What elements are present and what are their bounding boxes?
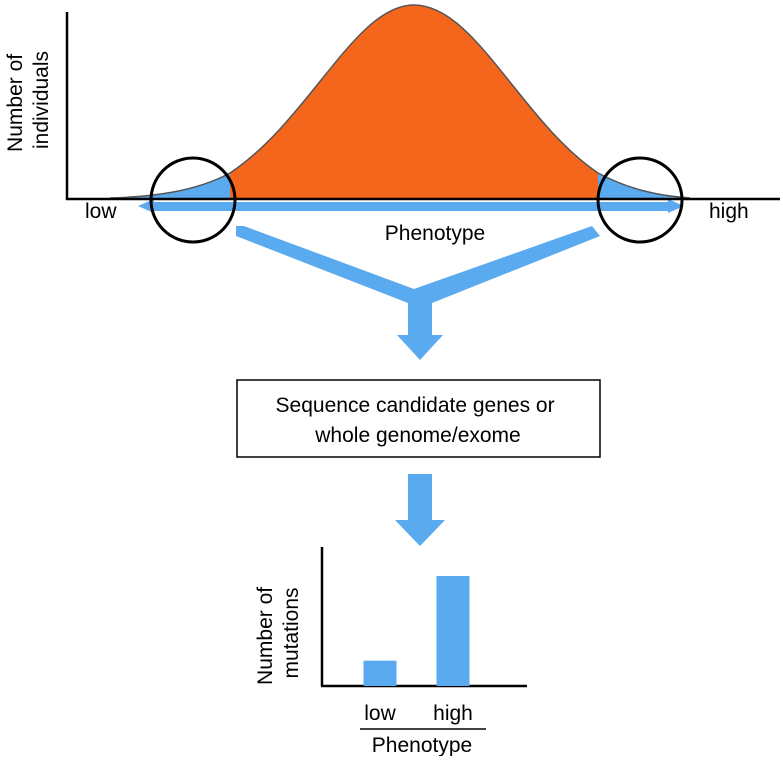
population-distribution: Number of individuals low high Phenotype <box>4 4 780 245</box>
sequencing-box: Sequence candidate genes or whole genome… <box>236 379 601 458</box>
sequencing-box-border <box>236 379 601 458</box>
bar-high <box>436 576 470 686</box>
sequencing-text: Sequence candidate genes or whole genome… <box>276 394 561 447</box>
tick-label-high: high <box>433 702 473 725</box>
down-arrow <box>395 474 445 546</box>
low-label: low <box>85 200 117 223</box>
high-label: high <box>709 200 749 223</box>
bar-low <box>363 660 397 686</box>
distribution-right-tail <box>598 173 690 198</box>
chart-y-axis-label: Number of mutations <box>254 581 303 685</box>
distribution-central-area <box>230 5 598 198</box>
distribution-curve <box>109 4 691 199</box>
merge-arrow <box>236 226 600 360</box>
phenotype-arrow-shaft <box>150 202 672 211</box>
phenotype-range-arrow <box>138 199 684 213</box>
low-tail-circle <box>149 156 237 244</box>
x-axis-label: Phenotype <box>385 222 485 245</box>
phenotype-arrow-right-head <box>668 199 684 213</box>
mutation-bar-chart: Number of mutations low high Phenotype <box>254 547 527 757</box>
chart-x-axis-label: Phenotype <box>372 734 472 756</box>
tick-label-low: low <box>364 702 396 725</box>
merge-arrow-shape <box>236 226 600 360</box>
y-axis-label: Number of individuals <box>4 48 53 152</box>
high-tail-circle <box>596 156 684 244</box>
distribution-left-tail <box>110 173 230 198</box>
